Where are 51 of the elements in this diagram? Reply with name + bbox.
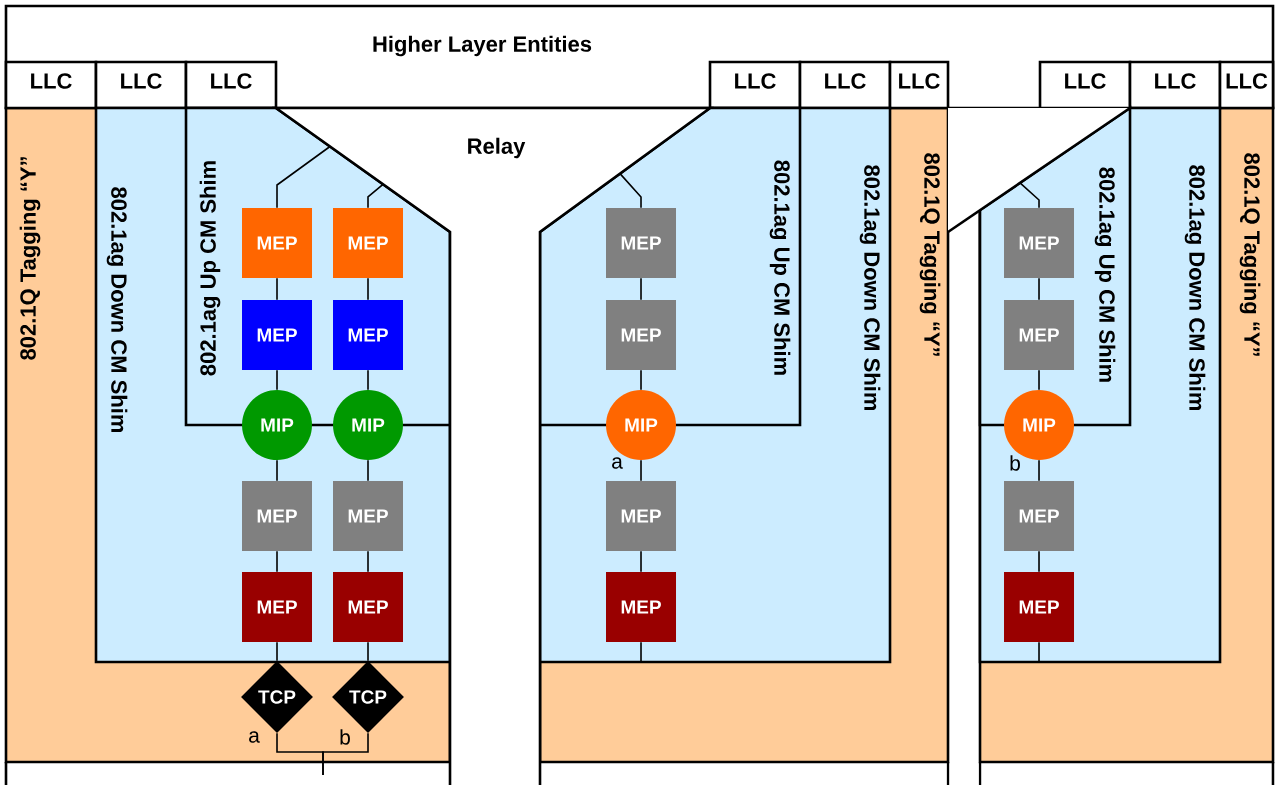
llc-box: LLC: [888, 60, 950, 110]
mep-box: MEP: [242, 300, 312, 370]
llc-box: LLC: [798, 60, 892, 110]
mep-box: MEP: [606, 208, 676, 278]
connector-line: [619, 172, 642, 209]
llc-box: LLC: [708, 60, 802, 110]
mep-box: MEP: [606, 572, 676, 642]
llc-box: LLC: [1218, 60, 1275, 110]
mep-box: MEP: [1004, 572, 1074, 642]
mep-box: MEP: [333, 300, 403, 370]
connector-line: [640, 550, 642, 573]
connector-line: [276, 277, 278, 301]
connector-line: [1038, 369, 1040, 391]
connector-line: [640, 277, 642, 301]
connector-line: [367, 459, 369, 482]
mep-box: MEP: [1004, 208, 1074, 278]
connector-line: [367, 277, 369, 301]
mep-box: MEP: [606, 481, 676, 551]
port-label: a: [249, 731, 260, 743]
mep-box: MEP: [1004, 481, 1074, 551]
connector-line: [276, 459, 278, 482]
connector-line: [640, 641, 642, 663]
mep-box: MEP: [333, 572, 403, 642]
connector-line: [276, 369, 278, 391]
connector-line: [367, 369, 369, 391]
connector-line: [322, 732, 369, 776]
connector-line: [276, 145, 331, 209]
mep-box: MEP: [333, 481, 403, 551]
llc-box: LLC: [4, 60, 98, 110]
connector-line: [367, 550, 369, 573]
llc-box: LLC: [184, 60, 278, 110]
mep-box: MEP: [1004, 300, 1074, 370]
connector-line: [640, 459, 642, 482]
mep-box: MEP: [242, 572, 312, 642]
llc-box: LLC: [1038, 60, 1132, 110]
connector-line: [1019, 182, 1040, 209]
connector-line: [640, 369, 642, 391]
connector-line: [1038, 550, 1040, 573]
mep-box: MEP: [606, 300, 676, 370]
llc-box: LLC: [1128, 60, 1222, 110]
connector-line: [1038, 641, 1040, 663]
mep-box: MEP: [242, 481, 312, 551]
connector-line: [367, 641, 369, 662]
llc-box: LLC: [94, 60, 188, 110]
connector-line: [1038, 277, 1040, 301]
mep-box: MEP: [242, 208, 312, 278]
connector-line: [367, 183, 384, 209]
connector-line: [276, 550, 278, 573]
connector-line: [1038, 459, 1040, 482]
connector-line: [276, 641, 278, 662]
mep-box: MEP: [333, 208, 403, 278]
